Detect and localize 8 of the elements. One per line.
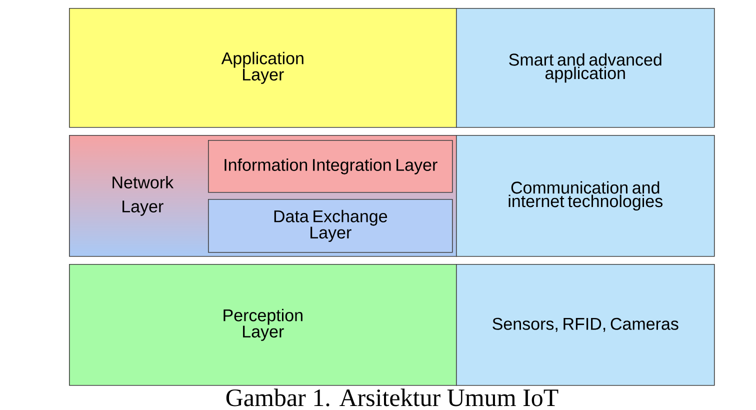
sublayer-box: Information Integration Layer bbox=[208, 140, 453, 193]
layer-box: Perception Layer bbox=[69, 264, 457, 386]
description-box: Communication and internet technologies bbox=[456, 135, 715, 257]
description-box: Smart and advanced application bbox=[456, 8, 715, 128]
description-box: Sensors, RFID, Cameras bbox=[456, 264, 715, 386]
sublayer-box: Data Exchange Layer bbox=[208, 199, 453, 253]
layer-box: Application Layer bbox=[69, 8, 457, 128]
caption: Gambar 1. Arsitektur Umum IoT bbox=[226, 388, 558, 406]
